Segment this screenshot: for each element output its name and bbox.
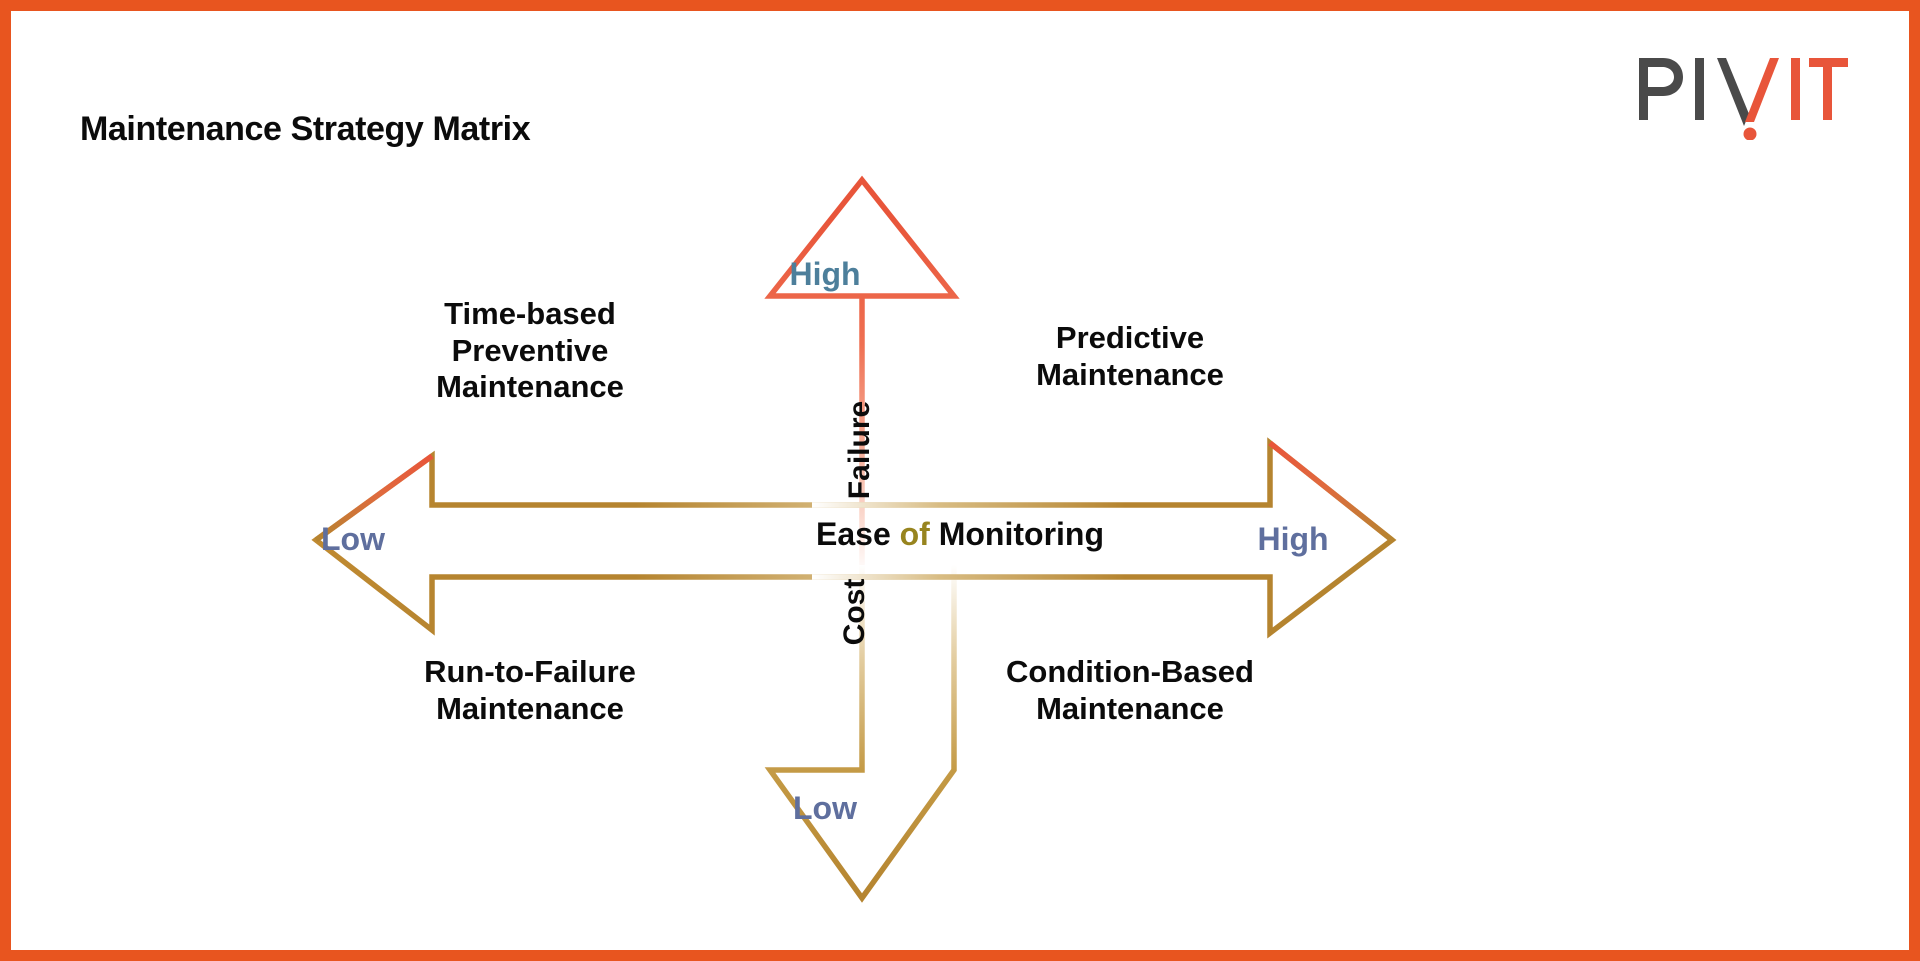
logo-letter-v-right [1745,58,1779,122]
logo-letter-v-left [1717,58,1749,126]
arrow-down [764,565,957,903]
pivit-logo [1633,48,1848,140]
arrow-right [812,437,1397,639]
axis-label-suffix: Monitoring [929,516,1104,552]
arrow-left [311,450,1010,636]
vertical-axis-label-failure: Failure [843,400,876,500]
arrow-right-label: High [1257,521,1329,557]
arrow-down-label: Low [793,790,857,826]
logo-letter-i2 [1791,58,1800,120]
quadrant-label-top-right: Predictive Maintenance [1036,320,1224,392]
axis-label-prefix: Ease [816,516,900,552]
logo-exclamation-dot [1743,127,1757,140]
arrow-left-label: Low [321,521,385,557]
quadrant-label-top-left: Time-based Preventive Maintenance [436,296,624,405]
logo-letter-t [1809,58,1848,120]
quadrant-label-bottom-left: Run-to-Failure Maintenance [424,654,636,726]
vertical-axis-label-cost: Cost [838,578,871,646]
canvas-background [11,11,1909,950]
axis-label-accent: of [899,516,930,552]
arrow-up [764,175,960,575]
logo-letter-p [1639,58,1683,120]
page-title: Maintenance Strategy Matrix [80,110,531,148]
quadrant-label-bottom-right: Condition-Based Maintenance [1006,654,1254,726]
horizontal-axis-label: Ease of Monitoring [660,516,1260,553]
logo-letter-i [1695,58,1704,120]
arrow-up-label: High [789,256,861,292]
